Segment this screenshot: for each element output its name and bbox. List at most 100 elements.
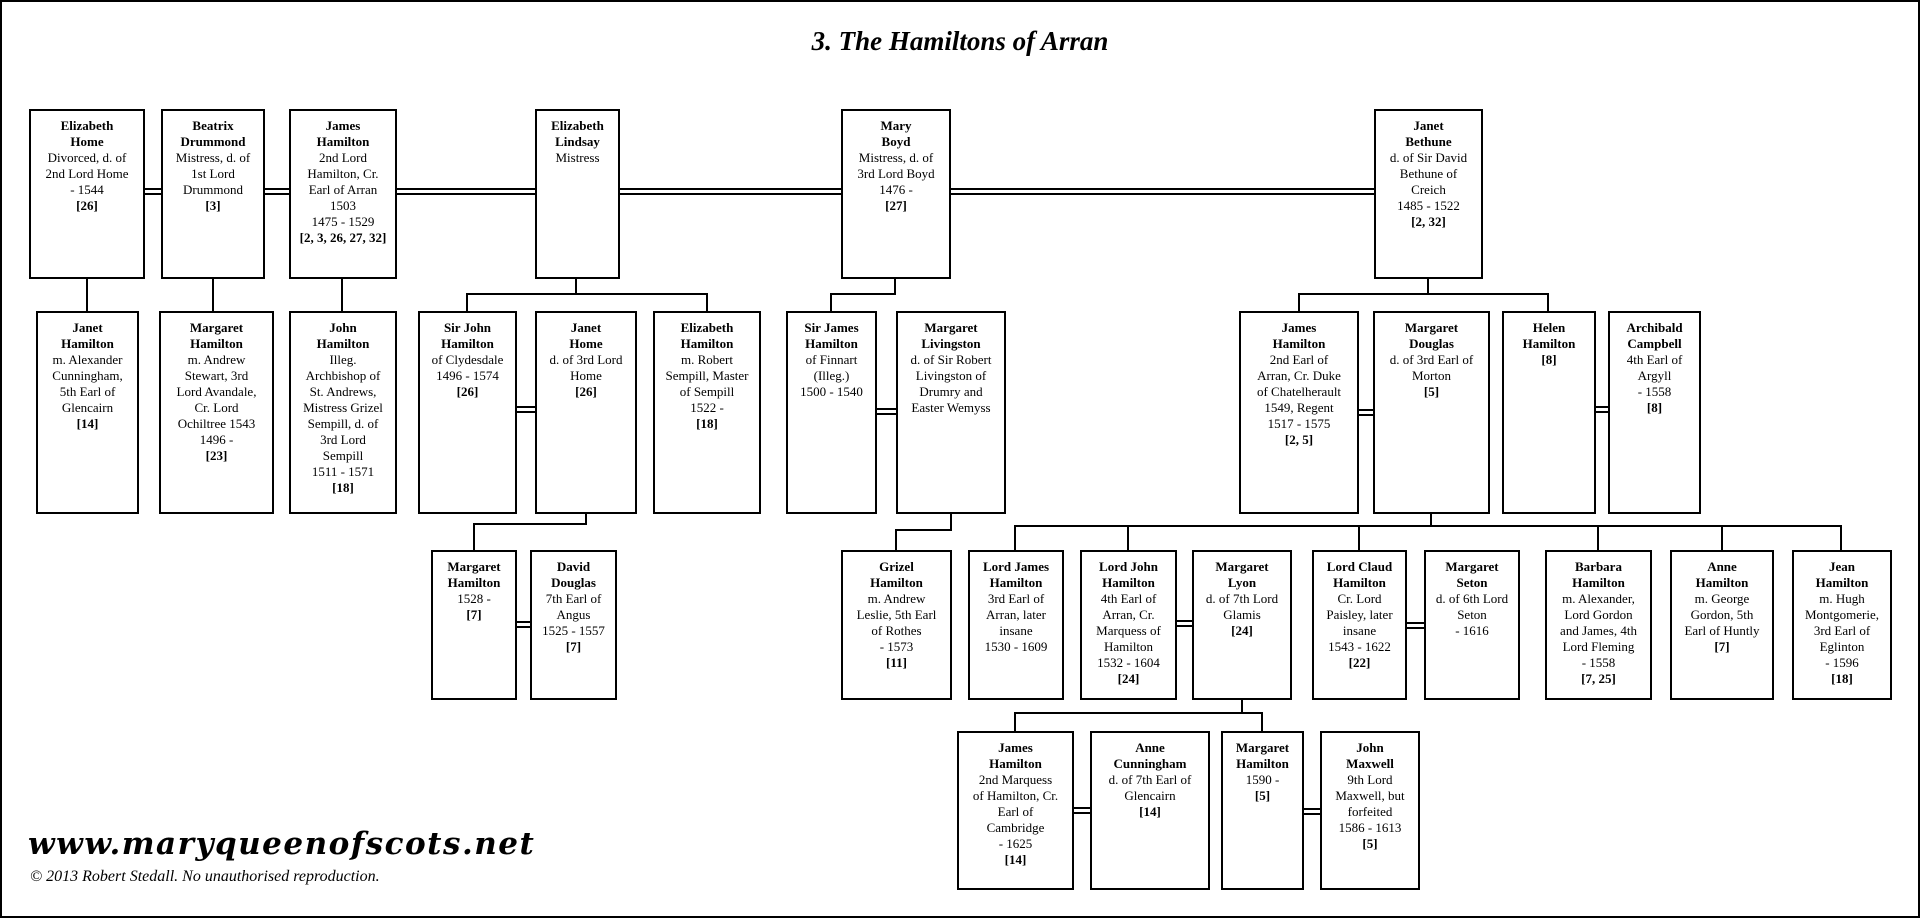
person-detail: Creich bbox=[1411, 182, 1446, 197]
marriage-line bbox=[1304, 808, 1320, 815]
person-detail: Maxwell, but bbox=[1335, 788, 1405, 803]
person-detail: Easter Wemyss bbox=[911, 400, 991, 415]
person-detail: Glencairn bbox=[61, 400, 114, 415]
person-name: Elizabeth bbox=[680, 320, 734, 335]
person-detail: m. Andrew bbox=[867, 591, 926, 606]
descent-line bbox=[1014, 525, 1842, 527]
person-name: Beatrix bbox=[192, 118, 234, 133]
marriage-line bbox=[1596, 406, 1608, 413]
person-detail: Glencairn bbox=[1124, 788, 1176, 803]
descent-line bbox=[1547, 293, 1549, 311]
person-detail: Lord Fleming bbox=[1562, 639, 1635, 654]
descent-line bbox=[473, 523, 475, 550]
person-detail: of Chatelherault bbox=[1256, 384, 1342, 399]
person-name: Boyd bbox=[881, 134, 911, 149]
person-name: Margaret bbox=[1215, 559, 1269, 574]
marriage-line bbox=[1177, 620, 1192, 627]
person-source-refs: [7, 25] bbox=[1581, 671, 1616, 686]
person-detail: 1476 - bbox=[879, 182, 913, 197]
person-name: Campbell bbox=[1627, 336, 1682, 351]
person-detail: Mistress bbox=[555, 150, 600, 165]
person-detail: Morton bbox=[1412, 368, 1451, 383]
person-name: Janet bbox=[570, 320, 602, 335]
person-detail: Leslie, 5th Earl bbox=[856, 607, 937, 622]
person-detail: m. Robert bbox=[681, 352, 733, 367]
person-source-refs: [7] bbox=[466, 607, 482, 622]
person-detail: forfeited bbox=[1347, 804, 1393, 819]
person-detail: Sempill, d. of bbox=[307, 416, 379, 431]
person-source-refs: [2, 3, 26, 27, 32] bbox=[299, 230, 387, 245]
person-name: Hamilton bbox=[447, 575, 501, 590]
person-source-refs: [18] bbox=[1831, 671, 1853, 686]
person-detail: 1522 - bbox=[690, 400, 724, 415]
person-detail: 2nd Lord bbox=[318, 150, 368, 165]
person-detail: Angus bbox=[556, 607, 591, 622]
person-detail: St. Andrews, bbox=[309, 384, 377, 399]
person-detail: Arran, Cr. bbox=[1102, 607, 1155, 622]
person-detail: - 1616 bbox=[1455, 623, 1489, 638]
person-detail: 5th Earl of bbox=[59, 384, 116, 399]
descent-line bbox=[575, 279, 577, 295]
person-name: Douglas bbox=[1409, 336, 1454, 351]
person-name: Douglas bbox=[551, 575, 596, 590]
descent-line bbox=[895, 529, 897, 550]
person-name: Archibald bbox=[1626, 320, 1683, 335]
descent-line bbox=[466, 293, 708, 295]
person-name: Hamilton bbox=[1333, 575, 1386, 590]
person-name: Lord James bbox=[982, 559, 1050, 574]
person-detail: Cunningham, bbox=[52, 368, 123, 383]
person-detail: 1517 - 1575 bbox=[1267, 416, 1331, 431]
descent-line bbox=[1840, 525, 1842, 550]
marriage-line bbox=[1407, 622, 1424, 629]
person-detail: 9th Lord bbox=[1347, 772, 1393, 787]
person-name: Sir John bbox=[443, 320, 492, 335]
person-source-refs: [22] bbox=[1348, 655, 1371, 670]
person-detail: Cr. Lord bbox=[1337, 591, 1382, 606]
person-detail: 3rd Lord Boyd bbox=[857, 166, 935, 181]
person-detail: d. of Sir David bbox=[1389, 150, 1468, 165]
person-detail: - 1596 bbox=[1825, 655, 1859, 670]
person-detail: 3rd Earl of bbox=[1813, 623, 1871, 638]
descent-line bbox=[1358, 525, 1360, 550]
person-source-refs: [3] bbox=[205, 198, 221, 213]
person-source-refs: [7] bbox=[1714, 639, 1730, 654]
person-detail: Earl of Huntly bbox=[1684, 623, 1760, 638]
person-name: Grizel bbox=[879, 559, 914, 574]
person-detail: Lord Avandale, bbox=[176, 384, 257, 399]
person-name: James bbox=[325, 118, 361, 133]
person-detail: d. of 6th Lord bbox=[1435, 591, 1509, 606]
person-name: Margaret bbox=[924, 320, 978, 335]
descent-line bbox=[466, 293, 468, 311]
chart-title: 3. The Hamiltons of Arran bbox=[811, 26, 1109, 56]
person-detail: Arran, Cr. Duke bbox=[1257, 368, 1341, 383]
person-source-refs: [18] bbox=[332, 480, 354, 495]
descent-line bbox=[341, 279, 343, 311]
person-detail: 2nd Lord Home bbox=[45, 166, 129, 181]
person-source-refs: [2, 32] bbox=[1411, 214, 1446, 229]
person-name: Bethune bbox=[1405, 134, 1452, 149]
person-name: Livingston bbox=[921, 336, 981, 351]
person-source-refs: [26] bbox=[456, 384, 479, 399]
descent-line bbox=[1014, 712, 1263, 714]
person-name: Margaret bbox=[1445, 559, 1499, 574]
watermark-site: www.maryqueenofscots.net bbox=[28, 826, 536, 862]
person-name: Elizabeth bbox=[60, 118, 114, 133]
